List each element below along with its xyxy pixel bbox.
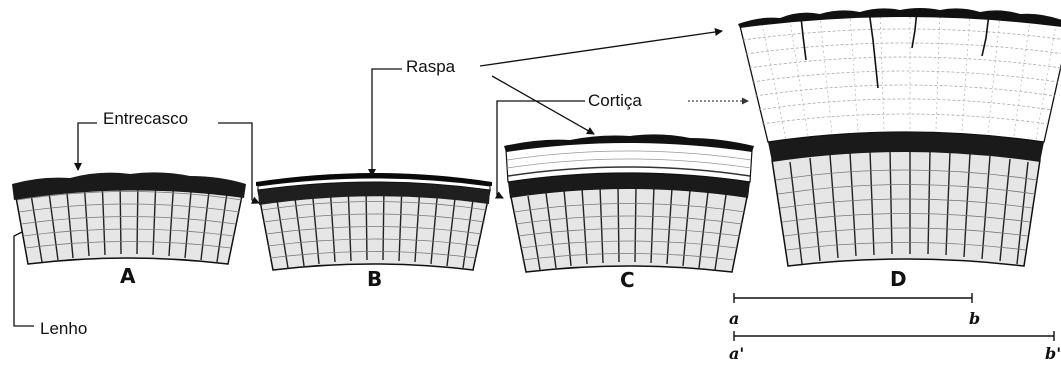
scale-a-prime-label: a': [729, 344, 744, 363]
scale-a-label: a: [729, 309, 739, 328]
scale-b-prime-label: b': [1045, 344, 1061, 363]
raspa-leader-c: [492, 76, 594, 134]
panel-c-letter: C: [620, 268, 635, 292]
lenho-label: Lenho: [40, 319, 87, 338]
scale-b-label: b: [969, 309, 980, 328]
panel-b: [256, 173, 492, 270]
panel-a: [12, 172, 246, 264]
panel-d-letter: D: [890, 267, 907, 291]
panel-a-letter: A: [120, 264, 136, 288]
cortica-label: Cortiça: [588, 91, 642, 110]
panel-d: [738, 8, 1061, 266]
raspa-label: Raspa: [406, 57, 456, 76]
scale-bar-ab: [734, 293, 972, 303]
panel-d-wood: [772, 150, 1040, 266]
raspa-leader-b: [372, 69, 402, 176]
panel-c-wood: [510, 183, 748, 272]
scale-bar-a-prime-b-prime: [734, 331, 1054, 341]
panel-c: [504, 134, 754, 272]
raspa-leader-d: [480, 31, 722, 66]
panel-b-letter: B: [367, 267, 382, 291]
entrecasco-label: Entrecasco: [103, 109, 188, 128]
entrecasco-leader-a: [78, 123, 97, 170]
